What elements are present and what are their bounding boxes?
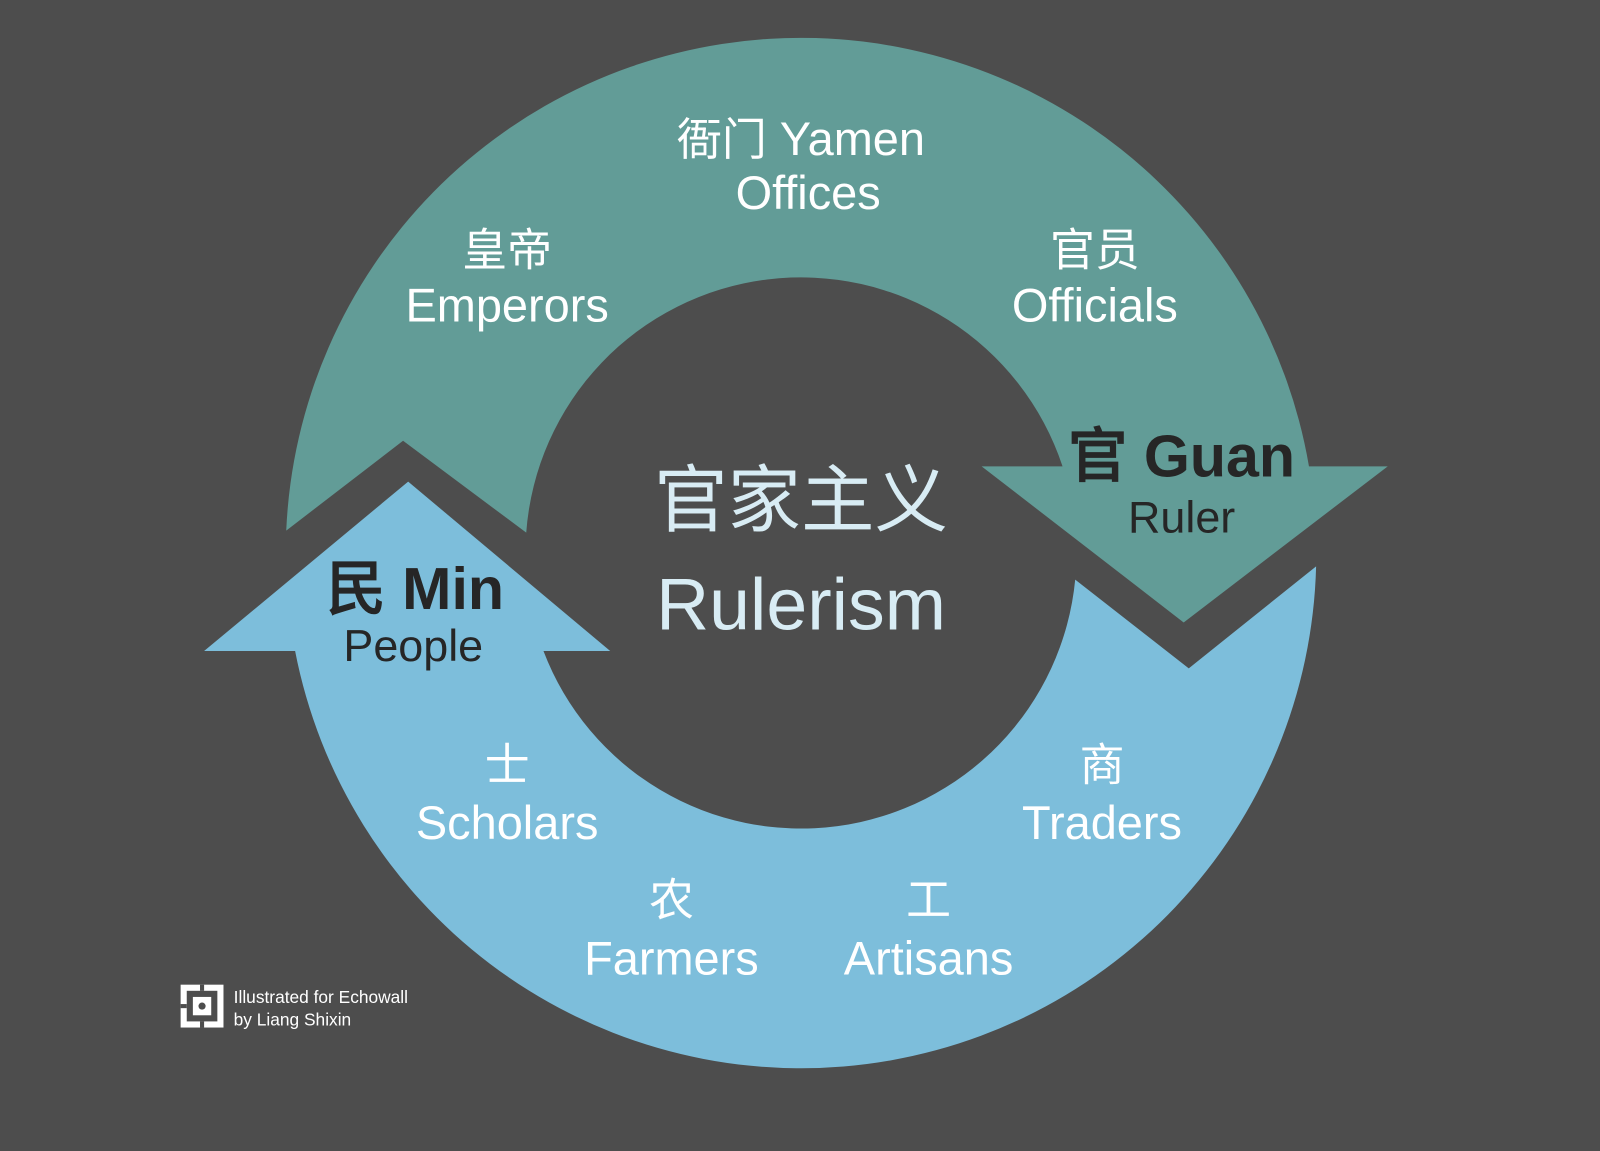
min-label: 民 Min [327, 555, 505, 622]
member-scholars-zh: 士 [485, 740, 530, 791]
center-title-zh: 官家主义 [654, 459, 948, 542]
member-traders-zh: 商 [1080, 740, 1125, 791]
credit-line-1: Illustrated for Echowall [234, 987, 408, 1007]
member-officials-zh: 官员 [1050, 224, 1140, 275]
guan-label-en: Guan [1144, 423, 1295, 490]
member-officials-en: Officials [1012, 279, 1178, 331]
member-scholars-en: Scholars [416, 797, 599, 849]
credit-line-2: by Liang Shixin [234, 1009, 352, 1029]
guan-heading: 官 Guan Ruler [1068, 423, 1295, 543]
min-label-zh: 民 [327, 555, 386, 622]
member-artisans-zh: 工 [906, 874, 951, 925]
member-yamen-line1: 衙门 Yamen [677, 113, 925, 165]
member-emperors-zh: 皇帝 [462, 224, 552, 275]
center-title: 官家主义 Rulerism [654, 459, 948, 646]
guan-label: 官 Guan [1068, 423, 1295, 490]
guan-subtitle: Ruler [1128, 492, 1235, 543]
guan-arrow [286, 37, 1388, 623]
guan-label-zh: 官 [1068, 423, 1127, 490]
min-members: 士 Scholars 农 Farmers 工 Artisans 商 Trader… [416, 740, 1182, 985]
member-yamen-line2: Offices [736, 167, 881, 219]
min-label-en: Min [402, 555, 504, 622]
min-subtitle: People [343, 620, 483, 671]
member-artisans-en: Artisans [844, 932, 1014, 984]
member-emperors-en: Emperors [405, 279, 608, 331]
min-arrow [204, 481, 1317, 1069]
credit: Illustrated for Echowall by Liang Shixin [180, 984, 408, 1029]
member-yamen-en: Yamen [780, 113, 925, 165]
member-farmers-en: Farmers [584, 932, 759, 984]
member-farmers-zh: 农 [649, 874, 694, 925]
min-heading: 民 Min People [327, 555, 505, 671]
member-yamen-zh: 衙门 [677, 114, 767, 165]
echowall-logo-icon [180, 984, 224, 1028]
member-traders-en: Traders [1022, 797, 1182, 849]
guan-members: 皇帝 Emperors 衙门 Yamen Offices 官员 Official… [405, 113, 1177, 331]
center-title-en: Rulerism [656, 563, 946, 646]
